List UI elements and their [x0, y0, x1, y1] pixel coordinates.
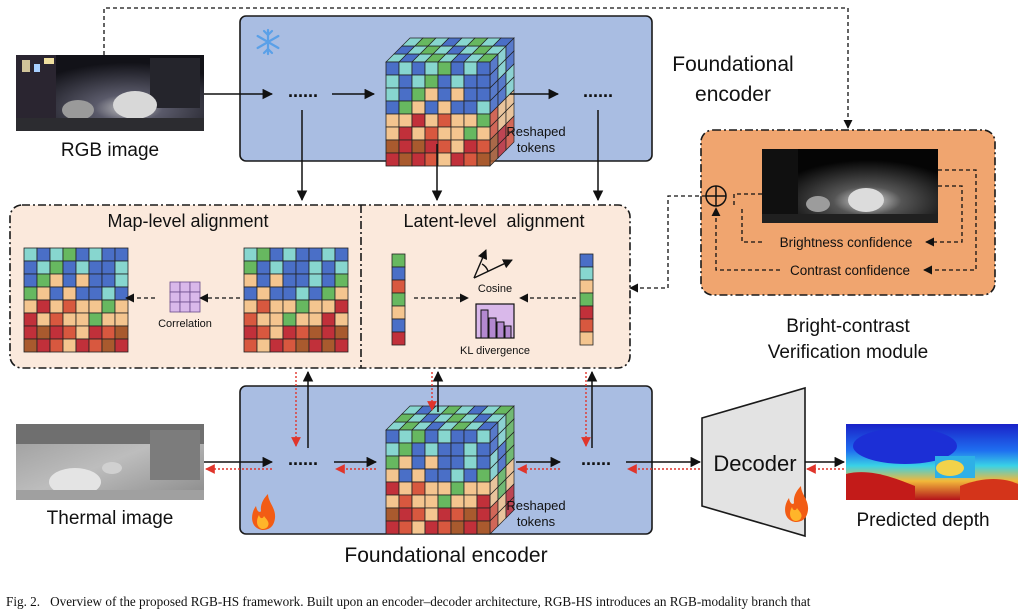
token-column-left: [391, 253, 406, 346]
rgb-image: [16, 55, 204, 131]
token-dots: ......: [581, 449, 611, 469]
decoder-block: [701, 386, 806, 538]
cosine-label: Cosine: [478, 283, 512, 295]
grayscale-image: [762, 149, 938, 223]
contrast-confidence-label: Contrast confidence: [790, 263, 910, 278]
foundational-encoder-top-label-2: encoder: [695, 83, 771, 106]
brightness-confidence-label: Brightness confidence: [780, 235, 913, 250]
red-dotted-arrows: [205, 372, 844, 474]
figure-caption: Fig. 2. Overview of the proposed RGB-HS f…: [6, 594, 1018, 610]
reshaped-tokens-bottom-1: Reshaped: [506, 498, 565, 513]
token-grid-map-left: [23, 247, 129, 353]
token-dots: ......: [288, 81, 318, 101]
flame-icon-decoder: [785, 486, 809, 522]
cosine-angle-icon: [473, 249, 513, 279]
correlation-label: Correlation: [158, 318, 212, 330]
reshaped-tokens-bottom-2: tokens: [517, 514, 556, 529]
token-dots: ......: [583, 81, 613, 101]
bc-module-label-2: Verification module: [768, 342, 929, 363]
token-cube-bottom: [385, 405, 515, 535]
decoder-label: Decoder: [713, 451, 796, 476]
snowflake-icon: [256, 28, 280, 56]
predicted-depth-map: [846, 424, 1018, 500]
reshaped-tokens-top-2: tokens: [517, 140, 556, 155]
figure-label: Fig. 2.: [6, 594, 41, 609]
token-column-right: [579, 253, 594, 346]
token-dots: ......: [288, 449, 318, 469]
map-level-alignment-title: Map-level alignment: [107, 211, 268, 231]
reshaped-tokens-top-1: Reshaped: [506, 124, 565, 139]
foundational-encoder-bottom-label: Foundational encoder: [344, 544, 547, 567]
caption-text: Overview of the proposed RGB-HS framewor…: [50, 594, 811, 609]
token-cube-top: [385, 37, 515, 167]
kl-histogram-icon: [475, 303, 515, 339]
predicted-depth-label: Predicted depth: [856, 510, 989, 531]
solid-arrows: [204, 88, 846, 468]
token-grid-map-right: [243, 247, 349, 353]
correlation-grid-icon: [169, 281, 201, 313]
latent-level-alignment-title: Latent-level alignment: [403, 211, 584, 231]
thermal-image: [16, 424, 204, 500]
kl-divergence-label: KL divergence: [460, 345, 530, 357]
thermal-image-label: Thermal image: [47, 508, 174, 529]
rgb-image-label: RGB image: [61, 140, 159, 161]
bc-module-label-1: Bright-contrast: [786, 316, 910, 337]
flame-icon: [252, 494, 276, 530]
circled-plus-icon: [705, 185, 727, 207]
dashed-arrows: [103, 7, 977, 303]
foundational-encoder-top-label-1: Foundational: [672, 53, 793, 76]
